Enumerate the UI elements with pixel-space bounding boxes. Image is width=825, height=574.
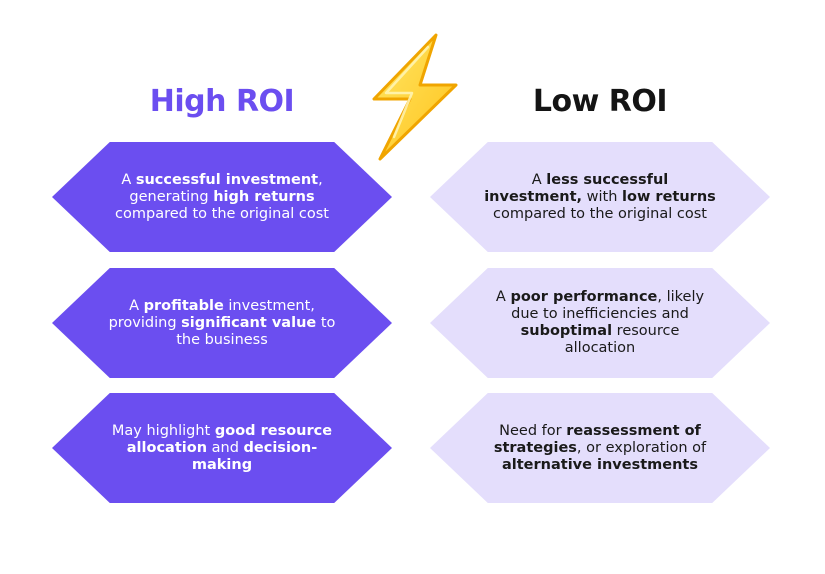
body-text: to the business <box>176 314 336 348</box>
high-roi-item-text: May highlight good resource allocation a… <box>106 423 338 474</box>
high-roi-heading: High ROI <box>149 84 295 119</box>
body-text: with <box>582 188 623 205</box>
low-roi-item: Need for reassessment of strategies, or … <box>430 393 770 503</box>
emphasis-text: low returns <box>622 188 716 205</box>
body-text: , or exploration of <box>576 439 707 456</box>
body-text: A <box>129 297 144 314</box>
emphasis-text: reassessment of strategies <box>493 422 701 456</box>
emphasis-text: high returns <box>213 188 315 205</box>
emphasis-text: decision-making <box>191 439 318 473</box>
body-text: A <box>495 289 511 305</box>
high-roi-item-text: A profitable investment, providing signi… <box>106 298 338 349</box>
body-text: investment, providing <box>108 297 315 331</box>
emphasis-text: significant value <box>181 314 317 331</box>
body-text: A <box>121 171 136 188</box>
body-text: compared to the original cost <box>115 205 329 222</box>
low-roi-heading: Low ROI <box>532 84 668 119</box>
body-text: Need for <box>499 422 567 439</box>
low-roi-item-text: A less successful investment, with low r… <box>484 172 716 223</box>
body-text: , likely due to inefficiencies and <box>511 289 705 322</box>
body-text: compared to the original cost <box>493 205 707 222</box>
body-text: A <box>531 171 547 188</box>
lightning-bolt-icon <box>372 33 458 161</box>
body-text: , generating <box>129 171 323 205</box>
high-roi-item-text: A successful investment, generating high… <box>106 172 338 223</box>
emphasis-text: profitable <box>143 297 224 314</box>
low-roi-item-text: A poor performance, likely due to ineffi… <box>484 289 716 357</box>
emphasis-text: alternative investments <box>502 456 698 473</box>
high-roi-item: A successful investment, generating high… <box>52 142 392 252</box>
body-text: resource allocation <box>564 323 680 356</box>
emphasis-text: successful investment <box>135 171 319 188</box>
high-roi-item: A profitable investment, providing signi… <box>52 268 392 378</box>
emphasis-text: good resource allocation <box>126 422 333 456</box>
body-text: and <box>207 439 244 456</box>
low-roi-item: A less successful investment, with low r… <box>430 142 770 252</box>
low-roi-item: A poor performance, likely due to ineffi… <box>430 268 770 378</box>
body-text: May highlight <box>111 422 215 439</box>
low-roi-item-text: Need for reassessment of strategies, or … <box>484 423 716 474</box>
emphasis-text: suboptimal <box>520 323 613 339</box>
emphasis-text: poor performance <box>510 289 658 305</box>
emphasis-text: less successful investment, <box>484 171 669 205</box>
high-roi-item: May highlight good resource allocation a… <box>52 393 392 503</box>
